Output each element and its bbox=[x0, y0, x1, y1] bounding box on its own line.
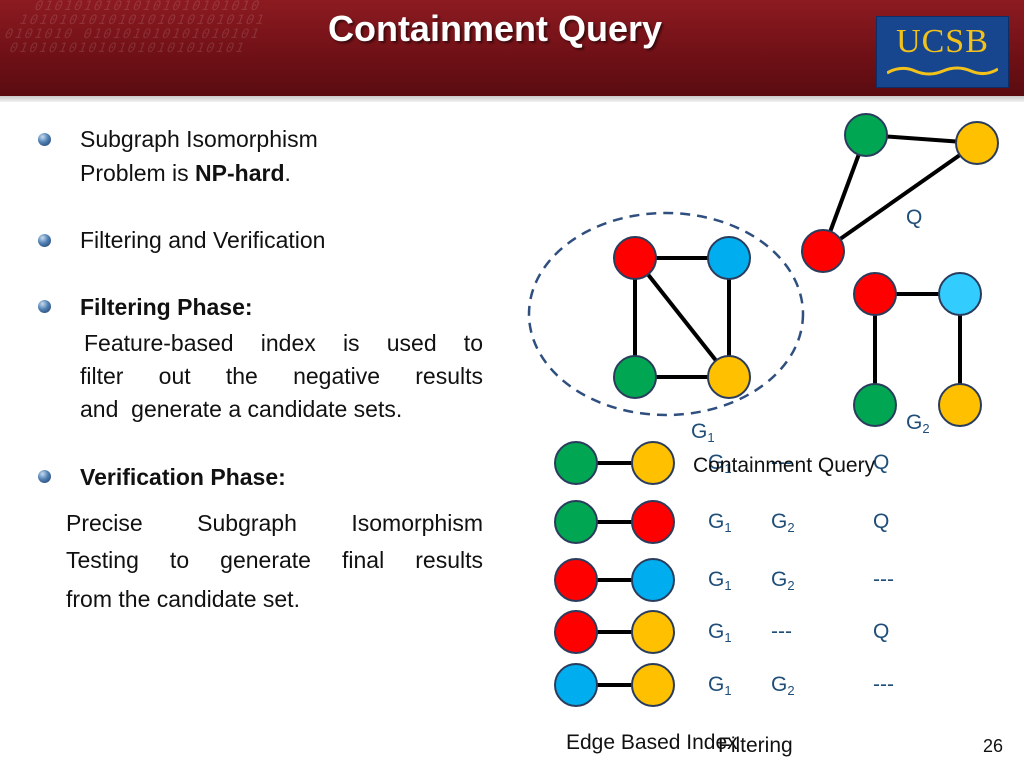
bullet-4-line-1: Precise Subgraph Isomorphism bbox=[66, 510, 483, 536]
g1-node-blue bbox=[707, 236, 751, 280]
index-row-2-col-2: G2 bbox=[771, 510, 795, 535]
containment-query-overlay: Containment Query bbox=[693, 454, 876, 477]
bullet-4-heading: Verification Phase: bbox=[80, 464, 286, 490]
bullet-1-prefix: Problem is bbox=[80, 160, 196, 186]
logo-wave-icon bbox=[887, 66, 998, 76]
slide-title: Containment Query bbox=[327, 8, 663, 49]
q-node-green bbox=[844, 113, 888, 157]
bullet-icon bbox=[38, 470, 51, 483]
index-row-4-node-red bbox=[554, 610, 598, 654]
q-node-red bbox=[801, 229, 845, 273]
header-divider bbox=[0, 96, 1024, 102]
index-row-1-col-3: Q bbox=[873, 451, 890, 474]
ucsb-logo: UCSB bbox=[876, 16, 1009, 88]
index-row-2-node-green bbox=[554, 500, 598, 544]
index-row-4-col-3: Q bbox=[873, 620, 890, 643]
page-number: 26 bbox=[983, 736, 1004, 756]
index-row-1-node-yellow bbox=[631, 441, 675, 485]
edge-based-index-caption: Edge Based Index bbox=[566, 731, 738, 754]
g2-node-yellow bbox=[938, 383, 982, 427]
q-label: Q bbox=[906, 206, 923, 229]
bullet-icon bbox=[38, 300, 51, 313]
slide-header: 01010101010101010101010 1010101010101010… bbox=[0, 0, 1024, 96]
index-row-3-node-blue bbox=[631, 558, 675, 602]
index-row-1-col-1: G1 bbox=[708, 451, 732, 476]
bullet-3-line-3: and generate a candidate sets. bbox=[80, 396, 403, 422]
index-row-5-col-3: --- bbox=[873, 673, 894, 696]
g2-label: G2 bbox=[906, 411, 930, 436]
index-row-3-col-2: G2 bbox=[771, 568, 795, 593]
bullet-1-line-1: Subgraph Isomorphism bbox=[80, 126, 318, 152]
index-row-1-col-2: --- bbox=[771, 451, 792, 474]
index-row-3-node-red bbox=[554, 558, 598, 602]
g1-node-red bbox=[613, 236, 657, 280]
logo-text: UCSB bbox=[896, 23, 989, 60]
index-row-3-col-3: --- bbox=[873, 568, 894, 591]
index-row-4-col-2: --- bbox=[771, 620, 792, 643]
edge-index-edges bbox=[576, 461, 653, 687]
index-row-5-col-2: G2 bbox=[771, 673, 795, 698]
query-graph bbox=[821, 133, 979, 253]
index-row-4-col-1: G1 bbox=[708, 620, 732, 645]
np-hard-text: NP-hard bbox=[195, 160, 285, 186]
g2-node-green bbox=[853, 383, 897, 427]
index-row-5-node-yellow bbox=[631, 663, 675, 707]
g1-graph bbox=[633, 256, 731, 379]
index-row-2-col-1: G1 bbox=[708, 510, 732, 535]
bullet-2-text: Filtering and Verification bbox=[80, 227, 326, 253]
bullet-4-line-3: from the candidate set. bbox=[66, 586, 300, 612]
bullet-4-line-2: Testing to generate final results bbox=[66, 547, 483, 573]
index-row-2-col-3: Q bbox=[873, 510, 890, 533]
index-row-2-node-red bbox=[631, 500, 675, 544]
g2-node-red bbox=[853, 272, 897, 316]
g1-node-green bbox=[613, 355, 657, 399]
g2-node-blue bbox=[938, 272, 982, 316]
index-row-5-col-1: G1 bbox=[708, 673, 732, 698]
g2-graph bbox=[873, 292, 962, 405]
bullet-icon bbox=[38, 234, 51, 247]
index-row-3-col-1: G1 bbox=[708, 568, 732, 593]
index-row-1-node-green bbox=[554, 441, 598, 485]
bullet-3-heading: Filtering Phase: bbox=[80, 294, 253, 320]
index-row-5-node-blue bbox=[554, 663, 598, 707]
bullet-icon bbox=[38, 133, 51, 146]
bullet-3-line-1: Feature-based index is used to bbox=[84, 330, 483, 356]
g1-node-yellow bbox=[707, 355, 751, 399]
g1-label: G1 bbox=[691, 420, 715, 445]
filtering-caption: Filtering bbox=[718, 734, 793, 757]
index-row-4-node-yellow bbox=[631, 610, 675, 654]
bullet-1-suffix: . bbox=[284, 160, 291, 186]
q-node-yellow bbox=[955, 121, 999, 165]
bullet-3-line-2: filter out the negative results bbox=[80, 363, 483, 389]
bullet-1-line-2: Problem is NP-hard. bbox=[80, 160, 291, 187]
g1-selection-ellipse bbox=[527, 211, 805, 417]
